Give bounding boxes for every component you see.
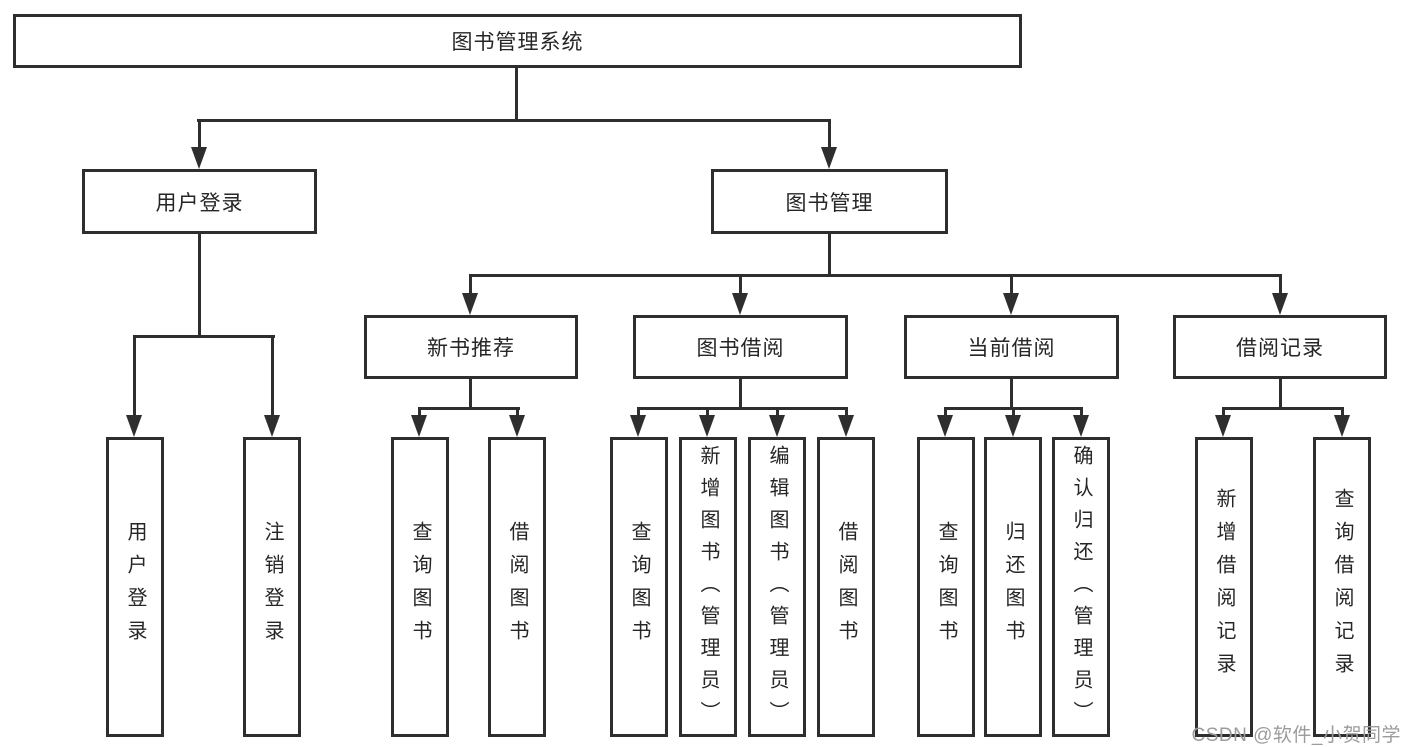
node-borrow-records-label: 借阅记录 — [1236, 337, 1324, 360]
connector-line — [1080, 407, 1083, 417]
node-br-query-record-label: 查询借阅记录 — [1331, 488, 1353, 686]
connector-line — [828, 119, 831, 151]
connector-line — [1279, 379, 1282, 410]
connector-line — [776, 407, 779, 417]
node-rec-borrow-book: 借阅图书 — [488, 437, 546, 737]
node-bb-edit-book-admin-label: 编辑图书（管理员） — [766, 445, 788, 733]
node-br-add-record-label: 新增借阅记录 — [1213, 488, 1235, 686]
node-bb-edit-book-admin: 编辑图书（管理员） — [748, 437, 806, 737]
connector-line — [197, 119, 831, 122]
connector-line — [828, 234, 831, 276]
arrow-down — [630, 415, 646, 437]
arrow-down — [509, 415, 525, 437]
node-library-system: 图书管理系统 — [13, 14, 1022, 68]
node-logout: 注销登录 — [243, 437, 301, 737]
node-book-management-label: 图书管理 — [785, 191, 874, 215]
connector-line — [1222, 407, 1225, 417]
node-cb-query-book-label: 查询图书 — [935, 521, 957, 653]
node-cb-confirm-return-admin-label: 确认归还（管理员） — [1070, 445, 1092, 733]
arrow-down — [937, 415, 953, 437]
connector-line — [418, 407, 520, 410]
node-user-login-label: 用户登录 — [155, 191, 244, 215]
connector-line — [1010, 274, 1013, 298]
node-current-borrow: 当前借阅 — [904, 315, 1119, 379]
connector-line — [706, 407, 709, 417]
arrow-down — [411, 415, 427, 437]
arrow-down — [699, 415, 715, 437]
node-br-query-record: 查询借阅记录 — [1313, 437, 1371, 737]
connector-line — [198, 119, 201, 151]
node-rec-borrow-book-label: 借阅图书 — [506, 521, 528, 653]
arrow-down — [264, 415, 280, 437]
node-book-borrow-label: 图书借阅 — [696, 337, 785, 360]
connector-line — [1012, 407, 1015, 417]
connector-line — [739, 274, 742, 298]
connector-line — [418, 407, 421, 417]
arrow-down — [769, 415, 785, 437]
arrow-down — [821, 147, 837, 169]
node-bb-add-book-admin: 新增图书（管理员） — [679, 437, 737, 737]
node-br-add-record: 新增借阅记录 — [1195, 437, 1253, 737]
arrow-down — [732, 293, 748, 315]
node-cb-confirm-return-admin: 确认归还（管理员） — [1052, 437, 1110, 737]
connector-line — [1341, 407, 1344, 417]
arrow-down — [1003, 293, 1019, 315]
csdn-watermark: CSDN @软件_小贺同学 — [1191, 725, 1401, 746]
node-rec-query-book-label: 查询图书 — [409, 521, 431, 653]
connector-line — [1222, 407, 1344, 410]
connector-line — [637, 407, 848, 410]
node-logout-label: 注销登录 — [261, 521, 283, 653]
node-bb-query-book: 查询图书 — [610, 437, 668, 737]
node-login: 用户登录 — [106, 437, 164, 737]
connector-line — [198, 234, 201, 337]
connector-line — [271, 335, 274, 415]
node-new-book-recommend: 新书推荐 — [364, 315, 578, 379]
arrow-down — [1073, 415, 1089, 437]
connector-line — [739, 379, 742, 410]
node-book-management: 图书管理 — [711, 169, 948, 234]
arrow-down — [462, 293, 478, 315]
node-rec-query-book: 查询图书 — [391, 437, 449, 737]
node-bb-borrow-book: 借阅图书 — [817, 437, 875, 737]
connector-line — [469, 379, 472, 410]
arrow-down — [1334, 415, 1350, 437]
connector-line — [133, 335, 136, 415]
node-cb-query-book: 查询图书 — [917, 437, 975, 737]
node-new-book-recommend-label: 新书推荐 — [427, 337, 515, 360]
node-cb-return-book-label: 归还图书 — [1002, 521, 1024, 653]
connector-line — [845, 407, 848, 417]
node-bb-add-book-admin-label: 新增图书（管理员） — [697, 445, 719, 733]
connector-line — [1279, 274, 1282, 298]
arrow-down — [191, 147, 207, 169]
node-cb-return-book: 归还图书 — [984, 437, 1042, 737]
arrow-down — [126, 415, 142, 437]
connector-line — [944, 407, 947, 417]
arrow-down — [1215, 415, 1231, 437]
node-bb-borrow-book-label: 借阅图书 — [835, 521, 857, 653]
node-user-login: 用户登录 — [82, 169, 317, 234]
node-bb-query-book-label: 查询图书 — [628, 521, 650, 653]
arrow-down — [1272, 293, 1288, 315]
node-current-borrow-label: 当前借阅 — [967, 337, 1056, 360]
connector-line — [515, 68, 518, 121]
connector-line — [637, 407, 640, 417]
connector-line — [469, 274, 472, 298]
connector-line — [469, 274, 1282, 277]
arrow-down — [838, 415, 854, 437]
connector-line — [133, 335, 275, 338]
node-borrow-records: 借阅记录 — [1173, 315, 1387, 379]
node-book-borrow: 图书借阅 — [633, 315, 848, 379]
node-library-system-label: 图书管理系统 — [451, 31, 584, 54]
connector-line — [1010, 379, 1013, 410]
connector-line — [516, 407, 519, 417]
arrow-down — [1005, 415, 1021, 437]
node-login-label: 用户登录 — [124, 521, 146, 653]
